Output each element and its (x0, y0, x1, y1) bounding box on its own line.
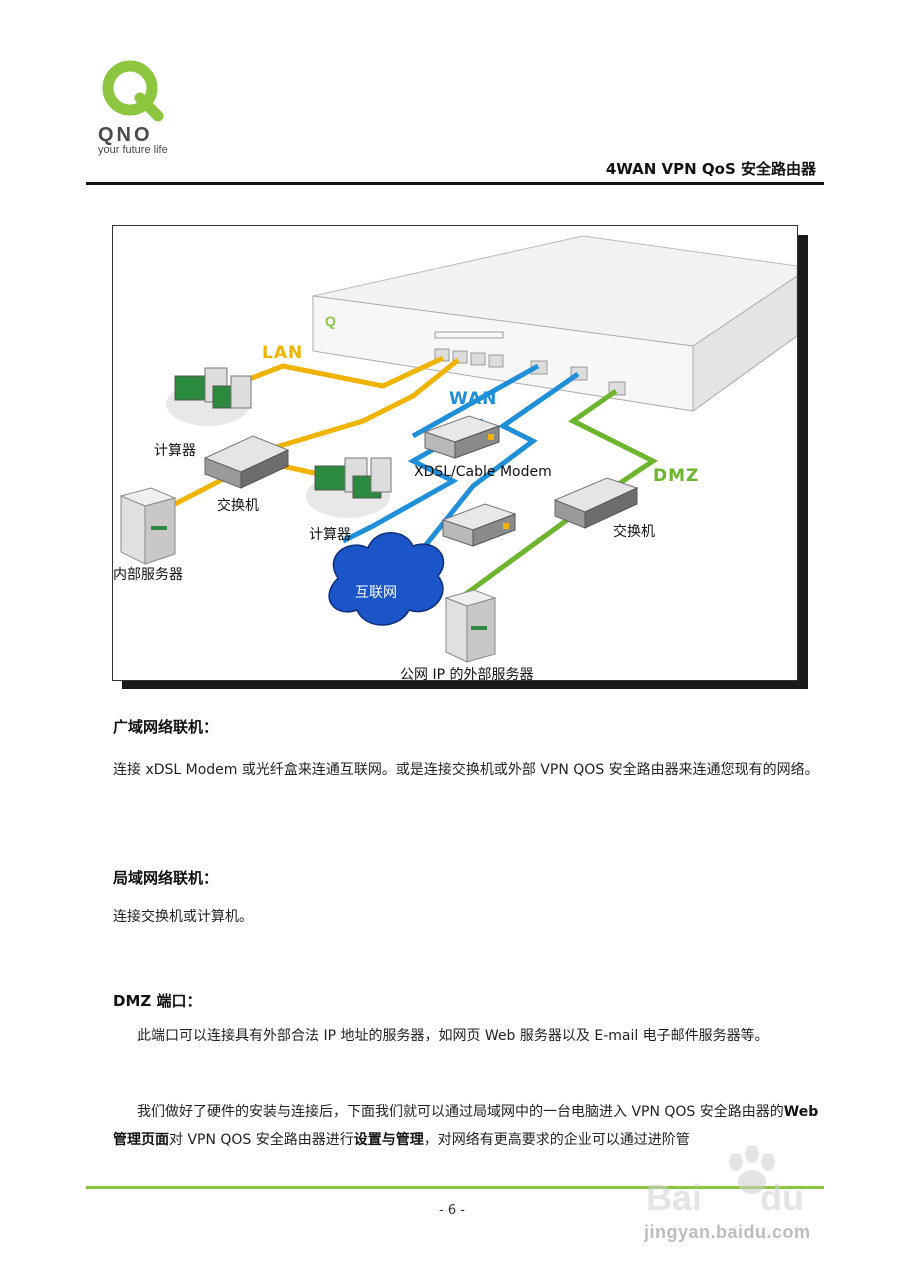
closing-bold-2: 设置与管理 (353, 1132, 424, 1148)
svg-text:Q: Q (325, 313, 336, 329)
watermark-url: jingyan.baidu.com (644, 1222, 811, 1242)
internet-cloud-icon (328, 532, 445, 626)
wan-section-title: 广域网络联机： (113, 718, 219, 736)
closing-paragraph: 我们做好了硬件的安装与连接后，下面我们就可以通过局域网中的一台电脑进入 VPN … (113, 1098, 825, 1154)
switch-1 (203, 435, 290, 489)
dmz-label: DMZ (653, 466, 700, 486)
computers-label-1: 计算器 (154, 443, 196, 459)
router-device: Q (312, 235, 797, 412)
computers-label-2: 计算器 (309, 527, 351, 543)
dmz-section-text: 此端口可以连接具有外部合法 IP 地址的服务器，如网页 Web 服务器以及 E-… (137, 1028, 769, 1044)
page-number: - 6 - (439, 1203, 465, 1218)
wan-cable-2 (411, 363, 540, 439)
logo-tagline: your future life (98, 144, 168, 156)
modem-2 (441, 503, 517, 547)
computers-group-2 (306, 457, 392, 518)
wan-cable-3 (411, 371, 580, 563)
closing-bold-1: Web 管理页面 (113, 1104, 819, 1148)
modem-1 (423, 415, 501, 459)
switch-label-1: 交换机 (217, 498, 259, 514)
closing-text-3: ，对网络有更高要求的企业可以通过进阶管 (423, 1132, 690, 1148)
dmz-section-title: DMZ 端口： (113, 992, 202, 1010)
wan-section-text: 连接 xDSL Modem 或光纤盒来连通互联网。或是连接交换机或外部 VPN … (113, 762, 819, 778)
lan-section-title: 局域网络联机： (113, 869, 219, 887)
footer-divider (86, 1186, 824, 1189)
closing-text-2: 对 VPN QOS 安全路由器进行 (169, 1132, 354, 1148)
network-diagram: Q (112, 225, 798, 681)
internet-label: 互联网 (355, 585, 397, 601)
internal-server-label: 内部服务器 (113, 567, 183, 583)
network-diagram-drawing: Q (119, 235, 797, 663)
lan-label: LAN (262, 343, 304, 363)
internal-server (119, 487, 177, 565)
switch-label-2: 交换机 (613, 524, 655, 540)
baidu-watermark-icon: Bai du (646, 1145, 804, 1218)
header-divider (86, 182, 824, 185)
page-header-title: 4WAN VPN QoS 安全路由器 (605, 160, 816, 178)
logo-wordmark: QNO (98, 124, 153, 146)
closing-text-1: 我们做好了硬件的安装与连接后，下面我们就可以通过局域网中的一台电脑进入 VPN … (137, 1104, 784, 1120)
computers-group-1 (166, 367, 252, 426)
external-server-label: 公网 IP 的外部服务器 (400, 667, 534, 681)
dmz-cable (461, 388, 658, 599)
lan-section-text: 连接交换机或计算机。 (113, 909, 253, 925)
wan-label: WAN (449, 389, 498, 409)
svg-text:du: du (760, 1177, 804, 1218)
switch-2 (553, 477, 639, 529)
qno-logo-icon (102, 60, 164, 122)
lan-cable-1 (230, 355, 445, 389)
external-server (444, 589, 497, 663)
modem-label: XDSL/Cable Modem (414, 464, 552, 480)
svg-text:Bai: Bai (646, 1177, 702, 1218)
